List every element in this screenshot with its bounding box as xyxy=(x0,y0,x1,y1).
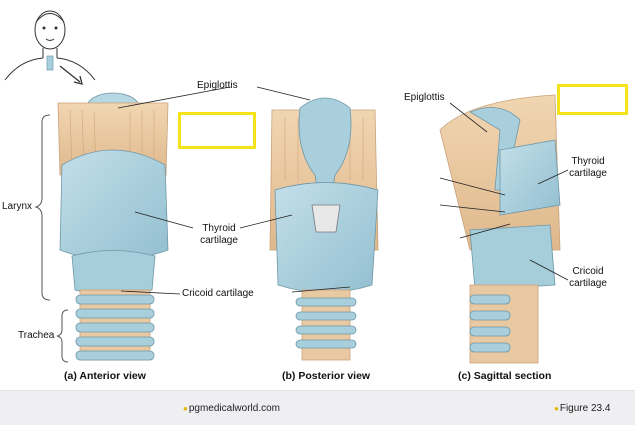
label-cricoid-right: Cricoid cartilage xyxy=(563,266,613,290)
label-thyroid-center-line2: cartilage xyxy=(200,235,238,246)
trachea-bracket xyxy=(56,309,69,363)
pointer-arrow-icon xyxy=(59,65,81,83)
posterior-larynx xyxy=(269,97,379,361)
label-epiglottis-center: Epiglottis xyxy=(197,80,238,91)
label-epiglottis-right: Epiglottis xyxy=(404,92,445,103)
bullet-icon: ● xyxy=(183,404,188,413)
label-trachea: Trachea xyxy=(18,330,55,341)
larynx-diagram: Epiglottis Epiglottis Larynx Trachea Thy… xyxy=(2,10,628,382)
footer-website-text: pgmedicalworld.com xyxy=(188,403,280,414)
larynx-illustration xyxy=(4,10,569,364)
label-thyroid-center-line1: Thyroid xyxy=(202,223,236,234)
label-thyroid-right-line2: cartilage xyxy=(569,168,607,179)
label-cricoid-right-line2: cartilage xyxy=(569,278,607,289)
highlight-box-sagittal[interactable] xyxy=(557,84,628,115)
label-thyroid-right-line1: Thyroid xyxy=(571,156,605,167)
head-outline-icon xyxy=(4,10,96,81)
footer-figure-text: Figure 23.4 xyxy=(559,403,611,414)
label-larynx: Larynx xyxy=(2,201,33,212)
anterior-larynx xyxy=(57,92,169,361)
sagittal-larynx xyxy=(439,94,561,364)
caption-posterior: (b) Posterior view xyxy=(282,370,371,382)
larynx-bracket xyxy=(34,114,51,301)
label-thyroid-center: Thyroid cartilage xyxy=(194,223,244,247)
caption-anterior: (a) Anterior view xyxy=(64,370,146,382)
bullet-icon: ● xyxy=(554,404,559,413)
footer-figure: ●Figure 23.4 xyxy=(554,403,610,414)
caption-sagittal: (c) Sagittal section xyxy=(458,370,552,382)
label-thyroid-right: Thyroid cartilage xyxy=(563,156,613,180)
highlight-box-anterior[interactable] xyxy=(178,112,256,149)
label-cricoid-center: Cricoid cartilage xyxy=(182,288,254,299)
footer-bar: ●pgmedicalworld.com ●Figure 23.4 xyxy=(0,390,635,425)
footer-website: ●pgmedicalworld.com xyxy=(183,403,280,414)
label-cricoid-right-line1: Cricoid xyxy=(572,266,604,277)
